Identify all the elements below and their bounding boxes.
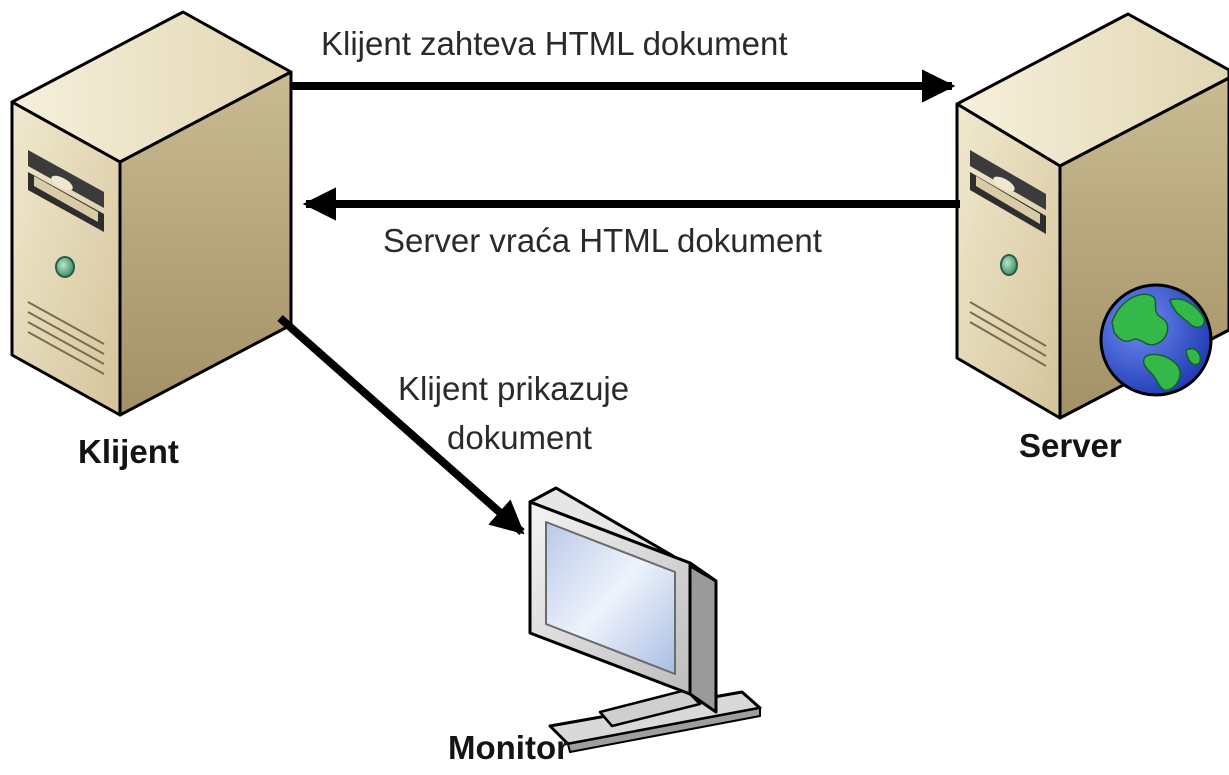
- client-tower-icon: [10, 10, 293, 417]
- globe-icon: [1099, 283, 1213, 397]
- monitor-icon: [528, 486, 762, 753]
- response-label: Server vraća HTML dokument: [383, 222, 822, 259]
- server-label: Server: [1019, 427, 1122, 464]
- monitor-label: Monitor: [448, 729, 569, 766]
- display-label-line2: dokument: [447, 419, 592, 456]
- display-label-line1: Klijent prikazuje: [398, 370, 630, 407]
- client-label: Klijent: [78, 433, 179, 470]
- display-arrow: [277, 315, 525, 535]
- request-label: Klijent zahteva HTML dokument: [321, 25, 788, 62]
